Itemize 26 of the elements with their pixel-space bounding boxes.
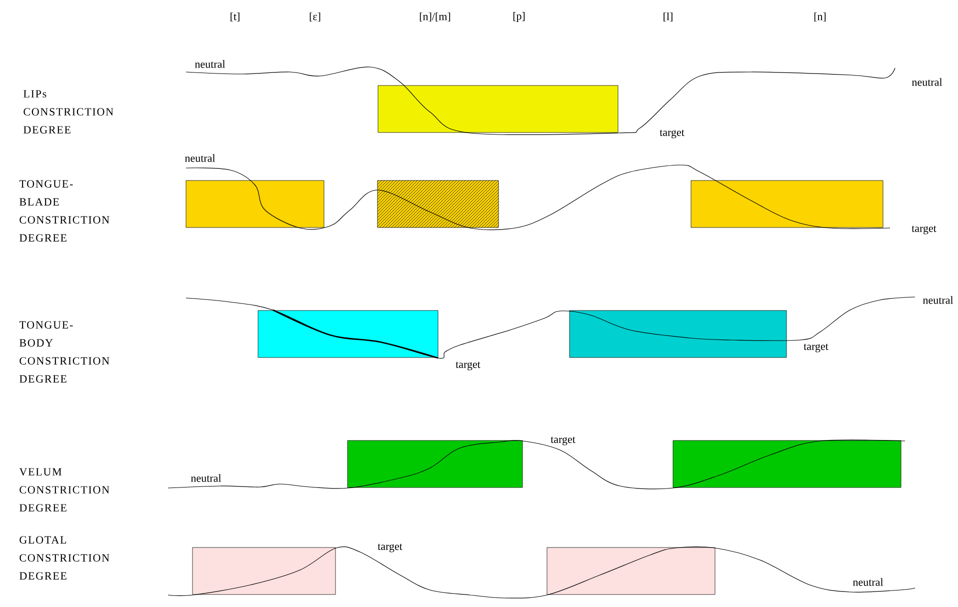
segment-label: [n] <box>814 12 826 22</box>
activation-box <box>546 547 716 595</box>
activation-box <box>569 310 787 358</box>
segment-label: [p] <box>513 12 525 22</box>
curve-label: neutral <box>191 474 222 482</box>
curve-label: neutral <box>195 60 226 68</box>
curve-label: neutral <box>912 78 942 86</box>
curve-label: neutral <box>922 296 954 304</box>
segment-label: [t] <box>230 12 240 22</box>
tier-label: VELUM CONSTRICTION DEGREE <box>19 468 110 512</box>
segment-label: [l] <box>664 12 672 22</box>
activation-box <box>347 440 523 488</box>
curve-label: target <box>660 130 684 138</box>
curve-label: neutral <box>852 578 884 586</box>
activation-box <box>378 85 618 133</box>
activation-box <box>690 180 884 228</box>
activation-box <box>186 180 324 228</box>
segment-label: [n]/[m] <box>420 12 450 22</box>
tier-label: TONGUE-BLADE CONSTRICTION DEGREE <box>19 180 110 242</box>
tier-label: LIPs CONSTRICTION DEGREE <box>24 90 114 134</box>
tier-label: GLOTAL CONSTRICTION DEGREE <box>20 536 110 580</box>
segment-label: [ɛ] <box>310 12 320 22</box>
activation-box <box>672 440 902 488</box>
curve-label: target <box>378 544 402 552</box>
activation-box <box>192 547 336 595</box>
tier-label: TONGUE-BODY CONSTRICTION DEGREE <box>19 321 110 383</box>
